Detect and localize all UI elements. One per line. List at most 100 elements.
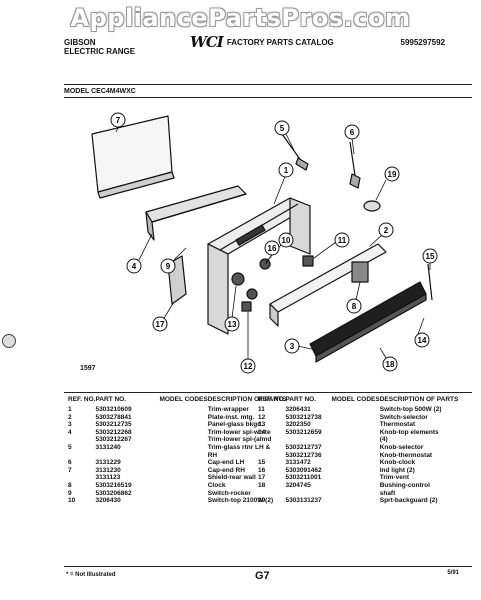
model-code-cell — [331, 436, 379, 444]
callout-1: 1 — [273, 162, 294, 205]
part-number-cell: 5303212738 — [285, 413, 322, 421]
model-code-cell — [331, 414, 379, 422]
model-code-cell — [331, 474, 379, 482]
part-number-cell — [285, 490, 331, 498]
model-code-cell — [159, 406, 207, 414]
ref-cell — [258, 452, 285, 460]
model-code-cell — [159, 474, 207, 482]
part-number-cell: 5303212268 — [95, 428, 132, 436]
model-code-cell — [159, 452, 207, 460]
model-code-cell — [159, 497, 207, 505]
col-part-header: PART NO. — [95, 396, 127, 403]
col-part-header: PART NO. — [285, 396, 317, 403]
description-cell: Bushing-control — [379, 481, 430, 489]
ref-cell: 13 — [258, 421, 266, 429]
model-code-cell — [159, 459, 207, 467]
ref-cell: 12 — [258, 413, 266, 421]
table-row: (4) — [258, 436, 460, 444]
callout-5: 5 — [274, 120, 295, 151]
description-cell: Clock — [207, 481, 226, 489]
callout-label-14: 14 — [418, 336, 427, 345]
description-cell: Panel-glass bkgd. — [207, 421, 264, 429]
part-switch-drawings — [231, 255, 314, 312]
model-code-cell — [331, 467, 379, 475]
part-number-cell — [285, 436, 331, 444]
ref-cell: 7 — [68, 466, 72, 474]
ref-cell — [258, 490, 285, 498]
description-cell: RH — [207, 451, 218, 459]
description-cell: Knob-thermostat — [379, 451, 433, 459]
ref-cell — [258, 436, 285, 444]
part-number-cell: 5303212737 — [285, 443, 322, 451]
callout-8: 8 — [346, 281, 362, 314]
model-code-cell — [159, 490, 207, 498]
callout-label-9: 9 — [166, 262, 171, 271]
brand-block: GIBSON ELECTRIC RANGE — [64, 38, 135, 56]
part-number-cell: 3131240 — [95, 443, 121, 451]
model-code-cell — [331, 429, 379, 437]
model-code-cell — [159, 436, 207, 444]
part-number-cell: 5303206862 — [95, 489, 132, 497]
date-code: 5/91 — [447, 570, 459, 576]
callout-12: 12 — [240, 312, 256, 374]
part-number-cell: 5303091462 — [285, 466, 322, 474]
catalog-number: 5995297592 — [400, 38, 446, 47]
description-cell: Switch-top 2100W (2) — [207, 497, 274, 505]
part-number-cell: 5303212736 — [285, 451, 322, 459]
ref-cell: 17 — [258, 474, 266, 482]
description-cell: Cap-end LH — [207, 459, 245, 467]
catalog-title: FACTORY PARTS CATALOG — [226, 38, 334, 47]
catalog-header: WCI FACTORY PARTS CATALOG — [190, 35, 334, 50]
model-code-cell — [159, 467, 207, 475]
header-rule — [64, 84, 472, 85]
callout-label-8: 8 — [352, 302, 357, 311]
description-cell: Shield-rear wall — [207, 474, 256, 482]
part-number-cell: 5303212735 — [95, 421, 132, 429]
ref-cell — [68, 474, 95, 482]
parts-table-left: REF. NO. PART NO. MODEL CODES DESCRIPTIO… — [68, 396, 288, 505]
parts-table-header: REF. NO. PART NO. MODEL CODES DESCRIPTIO… — [68, 396, 288, 406]
callout-9: 9 — [160, 247, 187, 274]
callout-2: 2 — [369, 222, 394, 247]
description-cell: Sprt-backguard (2) — [379, 497, 438, 505]
col-model-header: MODEL CODES — [159, 396, 208, 403]
callout-label-3: 3 — [290, 342, 295, 351]
table-row: 5303212736 Knob-thermostat — [258, 452, 460, 460]
description-cell: Trim-vent — [379, 474, 409, 482]
description-cell: Ind light (2) — [379, 466, 415, 474]
ref-cell: 2 — [68, 413, 72, 421]
description-cell: Plate-inst. mtg. — [207, 413, 255, 421]
parts-table-header: REF. NO. PART NO. MODEL CODES DESCRIPTIO… — [258, 396, 460, 406]
description-cell: Cap-end RH — [207, 466, 245, 474]
part-number-cell: 3204745 — [285, 481, 311, 489]
model-code-cell — [331, 497, 379, 505]
figure-number: 1597 — [80, 365, 96, 372]
description-cell: Trim-lower spl-white — [207, 428, 271, 436]
parts-table-right: REF. NO. PART NO. MODEL CODES DESCRIPTIO… — [258, 396, 460, 505]
callout-7: 7 — [110, 112, 126, 133]
part-lower-trim-drawing — [145, 185, 247, 241]
description-cell: Knob-selector — [379, 443, 424, 451]
callout-16: 16 — [264, 240, 280, 265]
model-code-cell — [331, 490, 379, 498]
part-backguard-frame-drawing — [207, 197, 311, 335]
part-hardware-drawings — [281, 133, 433, 301]
model-code-cell — [331, 421, 379, 429]
model-code-cell — [331, 482, 379, 490]
brand-name: GIBSON — [64, 38, 96, 47]
description-cell: Switch-rocker — [207, 489, 251, 497]
description-cell: Switch-top 500W (2) — [379, 406, 442, 413]
exploded-parts-diagram: 1 2 3 4 5 6 7 8 9 10 11 12 13 14 15 16 1… — [91, 112, 438, 374]
description-cell: Switch-selector — [379, 413, 428, 421]
